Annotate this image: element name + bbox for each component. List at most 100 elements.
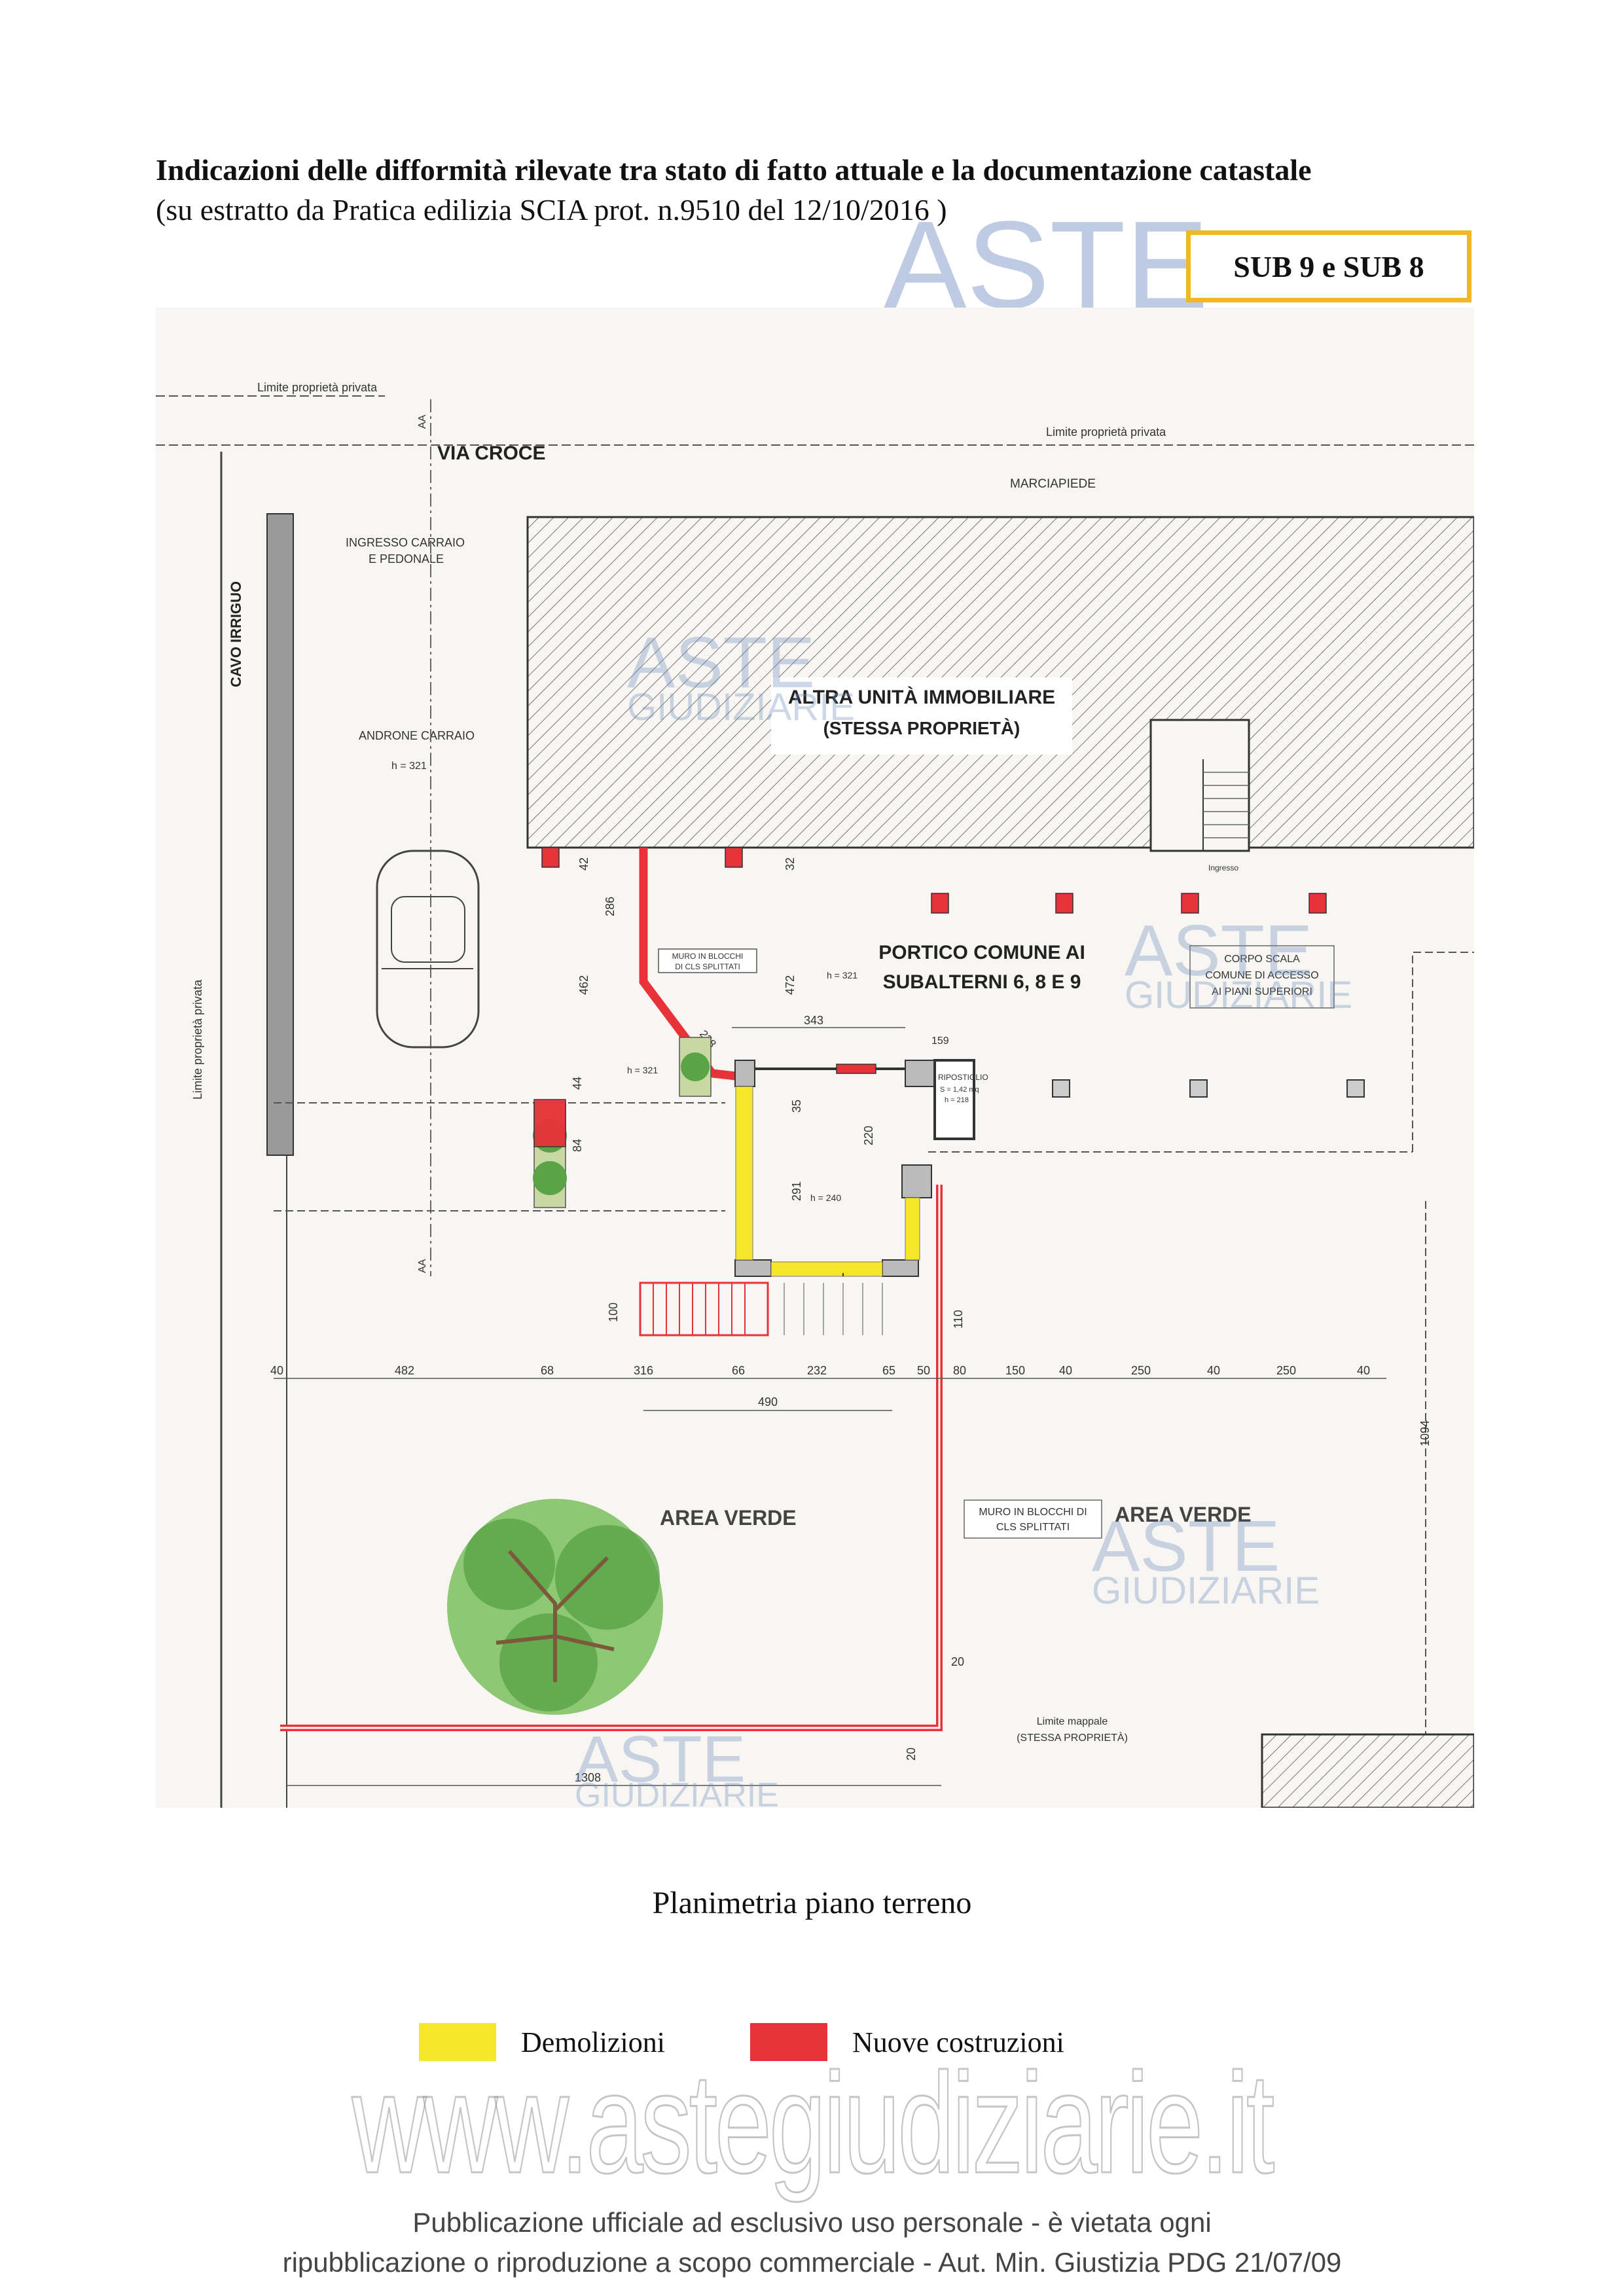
label-muro-bis-2: CLS SPLITTATI [996, 1522, 1070, 1533]
label-corpo-1: CORPO SCALA [1224, 954, 1300, 965]
label-h240: h = 240 [810, 1193, 841, 1203]
label-rip-1: RIPOSTIGLIO [938, 1073, 988, 1082]
label-rip-3: h = 218 [945, 1096, 969, 1104]
floor-plan-drawing: Limite proprietà privata Limite propriet… [156, 381, 1474, 1808]
label-ingresso-2: E PEDONALE [369, 552, 444, 565]
label-altra-unita-1: ALTRA UNITÀ IMMOBILIARE [788, 686, 1055, 708]
label-limite-right: Limite proprietà privata [1046, 425, 1166, 439]
svg-text:GIUDIZIARIE: GIUDIZIARIE [575, 1776, 779, 1808]
dim-row-232: 232 [807, 1364, 827, 1377]
label-limite-mappale-2: (STESSA PROPRIETÀ) [1017, 1731, 1128, 1744]
label-h321-b: h = 321 [627, 1065, 658, 1075]
label-ingresso-1: INGRESSO CARRAIO [346, 536, 465, 549]
legend-swatch-red [750, 2023, 827, 2061]
dim-row-80: 80 [953, 1364, 966, 1377]
dim-row-490: 490 [758, 1395, 778, 1408]
label-altra-unita-2: (STESSA PROPRIETÀ) [823, 718, 1020, 738]
dim-row-40b: 40 [1059, 1364, 1072, 1377]
dim-343: 343 [804, 1014, 823, 1027]
label-androne: ANDRONE CARRAIO [359, 729, 475, 742]
tree-icon [447, 1499, 663, 1715]
label-cavo-irriguo: CAVO IRRIGUO [228, 581, 244, 687]
dim-row-250a: 250 [1131, 1364, 1151, 1377]
dim-472: 472 [784, 975, 797, 995]
dim-44: 44 [571, 1077, 584, 1090]
dim-row-40c: 40 [1207, 1364, 1220, 1377]
dim-1094: 1094 [1418, 1420, 1432, 1446]
dim-32: 32 [784, 857, 797, 870]
floor-plan: Limite proprietà privata Limite propriet… [156, 308, 1474, 1808]
label-portico-2: SUBALTERNI 6, 8 E 9 [883, 971, 1081, 993]
dim-row-316: 316 [634, 1364, 653, 1377]
legend-label-nuove: Nuove costruzioni [852, 2026, 1064, 2058]
dim-35: 35 [790, 1100, 803, 1113]
label-muro-1: MURO IN BLOCCHI [672, 952, 744, 961]
label-limite-left: Limite proprietà privata [191, 979, 204, 1100]
label-ingresso-small: Ingresso [1208, 863, 1238, 872]
svg-text:ASTE: ASTE [627, 622, 815, 703]
legend-nuove-costruzioni: Nuove costruzioni [750, 2022, 1064, 2062]
sub-badge: SUB 9 e SUB 8 [1186, 230, 1471, 302]
dim-84: 84 [571, 1139, 584, 1152]
label-androne-h: h = 321 [391, 761, 427, 772]
dim-row-66: 66 [732, 1364, 745, 1377]
dim-row-250b: 250 [1276, 1364, 1296, 1377]
svg-text:GIUDIZIARIE: GIUDIZIARIE [1092, 1570, 1320, 1612]
dim-row-68: 68 [541, 1364, 554, 1377]
publication-notice: Pubblicazione ufficiale ad esclusivo uso… [0, 2203, 1624, 2283]
legend-swatch-yellow [419, 2023, 496, 2061]
dim-42: 42 [577, 857, 590, 870]
label-corpo-3: AI PIANI SUPERIORI [1212, 986, 1312, 997]
legend-label-demolizioni: Demolizioni [521, 2026, 665, 2058]
notice-line-1: Pubblicazione ufficiale ad esclusivo uso… [412, 2207, 1212, 2238]
page-subtitle: (su estratto da Pratica edilizia SCIA pr… [156, 193, 947, 226]
dim-291: 291 [790, 1181, 803, 1201]
car-icon [376, 850, 480, 1049]
dim-row-482: 482 [395, 1364, 414, 1377]
dim-1308: 1308 [575, 1771, 601, 1784]
label-h321-a: h = 321 [827, 970, 857, 980]
label-corpo-2: COMUNE DI ACCESSO [1205, 970, 1318, 981]
svg-text:ASTE: ASTE [1092, 1506, 1280, 1587]
dim-220: 220 [862, 1126, 875, 1145]
svg-text:GIUDIZIARIE: GIUDIZIARIE [1125, 974, 1352, 1016]
dim-100: 100 [607, 1302, 620, 1322]
label-limite-mappale-1: Limite mappale [1037, 1716, 1108, 1727]
label-portico-1: PORTICO COMUNE AI [878, 942, 1085, 963]
label-rip-2: S = 1,42 mq [940, 1086, 979, 1094]
dim-110: 110 [952, 1310, 965, 1329]
legend-demolizioni: Demolizioni [419, 2022, 665, 2062]
notice-line-2: ripubblicazione o riproduzione a scopo c… [282, 2246, 1342, 2278]
new-wall-segment [836, 1064, 876, 1074]
stairs [639, 1282, 883, 1336]
label-area-verde-1: AREA VERDE [660, 1506, 797, 1530]
dim-row-150: 150 [1005, 1364, 1025, 1377]
svg-text:ASTE: ASTE [1125, 910, 1312, 991]
dim-20b: 20 [905, 1748, 918, 1761]
label-muro-bis-1: MURO IN BLOCCHI DI [979, 1507, 1087, 1518]
demolition-walls [735, 1086, 920, 1277]
label-aa-bottom: AA [417, 1259, 428, 1273]
label-marciapiede: MARCIAPIEDE [1010, 477, 1096, 491]
new-pillars [541, 847, 1327, 914]
label-area-verde-2: AREA VERDE [1115, 1503, 1252, 1526]
label-aa-top: AA [417, 414, 428, 429]
plan-caption: Planimetria piano terreno [652, 1886, 972, 1920]
dim-20a: 20 [951, 1655, 964, 1668]
shrub-icon [533, 1161, 567, 1195]
website-watermark: www.astegiudiziarie.it [352, 2043, 1276, 2204]
label-via-croce: VIA CROCE [437, 442, 546, 464]
dim-286: 286 [604, 897, 617, 916]
dim-row-40d: 40 [1357, 1364, 1370, 1377]
svg-text:GIUDIZIARIE: GIUDIZIARIE [627, 686, 855, 728]
page-title: Indicazioni delle difformità rilevate tr… [156, 153, 1312, 187]
svg-text:ASTE: ASTE [575, 1723, 746, 1796]
dim-row-65: 65 [882, 1364, 895, 1377]
label-muro-2: DI CLS SPLITTATI [675, 962, 740, 971]
dim-row-50: 50 [917, 1364, 930, 1377]
new-wall-diagonal [639, 848, 742, 1081]
aste-watermark-plan: ASTE GIUDIZIARIE ASTE GIUDIZIARIE ASTE G… [575, 622, 1352, 1808]
label-limite-top: Limite proprietà privata [257, 381, 378, 394]
shrub-icon [681, 1052, 710, 1081]
dim-row-40a: 40 [270, 1364, 283, 1377]
